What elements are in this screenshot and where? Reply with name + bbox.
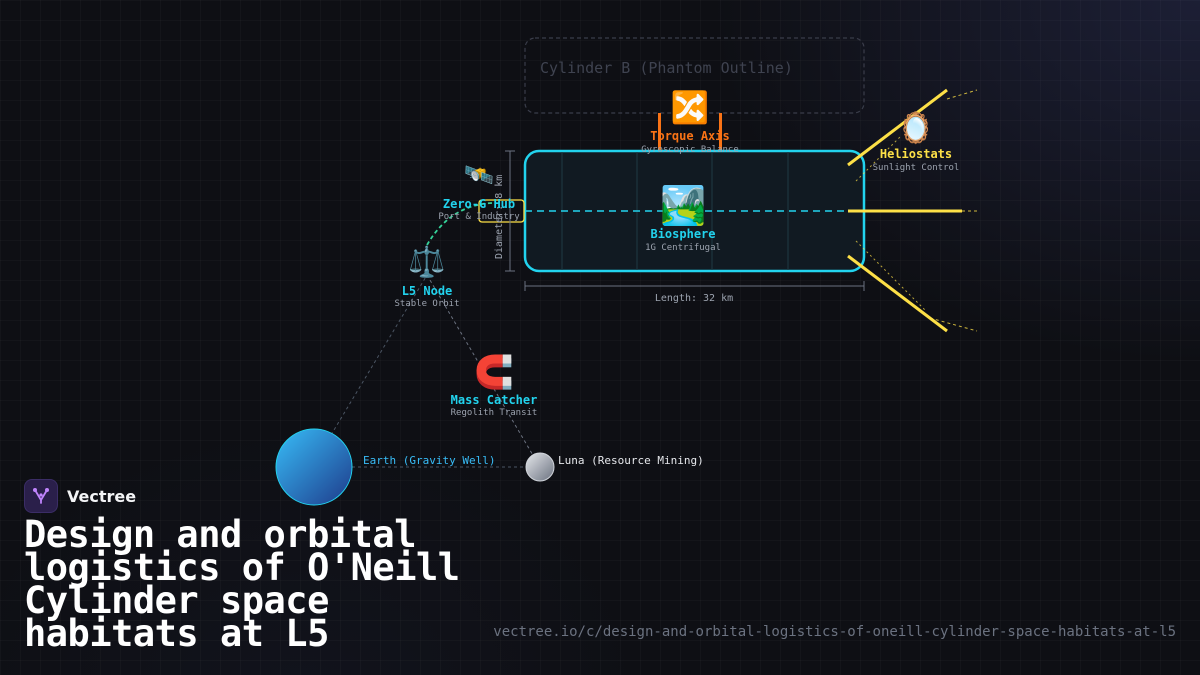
phantom-cylinder-label: Cylinder B (Phantom Outline) <box>540 59 793 77</box>
heliostats-subtitle: Sunlight Control <box>873 163 960 173</box>
torque-bar-right <box>719 113 722 151</box>
shuffle-icon: 🔀 <box>671 89 710 126</box>
earth-planet <box>275 428 353 506</box>
length-label: Length: 32 km <box>655 293 733 304</box>
vectree-logo-icon <box>24 479 58 513</box>
satellite-icon: 🛰️ <box>464 161 494 189</box>
l5-title: L5 Node <box>402 284 453 298</box>
l5-hub-transfer-path <box>426 202 493 246</box>
sunlight-ray <box>855 136 901 182</box>
biosphere-title: Biosphere <box>650 227 715 241</box>
earth-label: Earth (Gravity Well) <box>363 454 495 467</box>
torque-title: Torque Axis <box>650 129 729 143</box>
sunlight-ray <box>929 317 978 332</box>
landscape-icon: 🏞️ <box>660 184 706 227</box>
biosphere-subtitle: 1G Centrifugal <box>645 243 721 253</box>
sunlight-ray <box>855 240 926 311</box>
l5-luna-orbit-line <box>426 274 535 458</box>
catcher-title: Mass Catcher <box>451 393 538 407</box>
brand-name: Vectree <box>67 486 137 506</box>
mirror-icon: 🪞 <box>897 110 934 146</box>
hub-subtitle: Port & Industry <box>438 212 520 222</box>
hub-title: Zero-G Hub <box>443 197 515 211</box>
luna-moon <box>525 452 555 482</box>
heliostat-mirror-top <box>847 88 948 167</box>
luna-label: Luna (Resource Mining) <box>558 454 704 467</box>
page-url[interactable]: vectree.io/c/design-and-orbital-logistic… <box>493 624 1176 640</box>
torque-subtitle: Gyroscopic Balance <box>641 145 739 155</box>
diameter-label: Diameter: 8 km <box>494 175 505 259</box>
heliostats-title: Heliostats <box>880 147 952 161</box>
page-title: Design and orbital logistics of O'Neill … <box>24 513 460 655</box>
scales-icon: ⚖️ <box>408 244 445 280</box>
catcher-subtitle: Regolith Transit <box>451 408 538 418</box>
torque-bar-left <box>658 113 661 151</box>
l5-subtitle: Stable Orbit <box>394 299 459 309</box>
sunlight-ray <box>946 89 978 100</box>
brand: Vectree <box>24 479 136 513</box>
docking-port <box>478 199 525 223</box>
earth-l5-orbit-line <box>330 274 428 436</box>
heliostat-mirror-bottom <box>847 254 948 333</box>
magnet-icon: 🧲 <box>474 353 514 391</box>
